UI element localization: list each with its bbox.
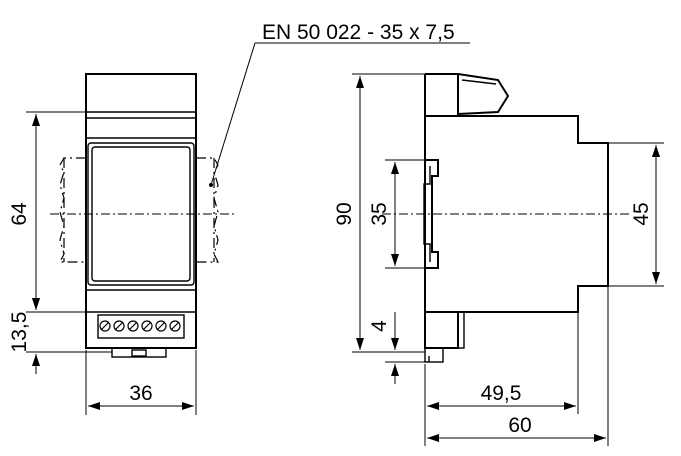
front-clip-latch	[131, 349, 147, 357]
front-terminal-block	[97, 314, 185, 339]
terminal-screws	[99, 320, 181, 332]
dim-side-rail-35: 35	[368, 159, 425, 269]
dim-side-height-45: 45	[608, 142, 664, 287]
dim-side-height-90: 90	[333, 73, 425, 353]
terminal-screw-slot	[171, 322, 179, 330]
dim-front-height-64: 64	[8, 111, 86, 313]
svg-text:35: 35	[368, 202, 391, 225]
dim-side-depth-49-5: 49,5	[424, 312, 579, 446]
terminal-screw-slot	[157, 322, 165, 330]
front-din-rail	[59, 157, 219, 263]
standard-label: EN 50 022 - 35 x 7,5	[262, 21, 455, 44]
side-top-latch	[457, 73, 510, 115]
svg-text:13,5: 13,5	[8, 312, 31, 353]
svg-text:45: 45	[630, 202, 653, 225]
svg-text:36: 36	[129, 382, 152, 405]
callout-dot	[209, 183, 213, 187]
svg-text:60: 60	[508, 414, 531, 437]
standard-callout: EN 50 022 - 35 x 7,5	[209, 21, 470, 187]
svg-text:49,5: 49,5	[481, 382, 522, 405]
side-top-latch-line	[461, 79, 497, 85]
dim-side-offset-4: 4	[368, 312, 425, 384]
callout-leader	[210, 42, 256, 186]
front-view: 64 13,5 36	[8, 73, 236, 415]
svg-text:4: 4	[368, 320, 391, 332]
terminal-screw-slot	[115, 322, 123, 330]
svg-text:64: 64	[8, 202, 31, 226]
terminal-screw-slot	[101, 322, 109, 330]
dim-side-depth-60: 60	[427, 286, 609, 446]
side-bottom-clip	[424, 347, 444, 363]
side-bottom-pin	[457, 311, 465, 349]
dim-front-height-13-5: 13,5	[8, 292, 112, 374]
terminal-screw-slot	[129, 322, 137, 330]
terminal-screw-slot	[143, 322, 151, 330]
side-view: 90 35 4 45 49,5	[333, 73, 664, 446]
svg-text:90: 90	[333, 202, 356, 225]
front-body-outline	[85, 73, 197, 349]
dim-front-width-36: 36	[85, 350, 197, 415]
